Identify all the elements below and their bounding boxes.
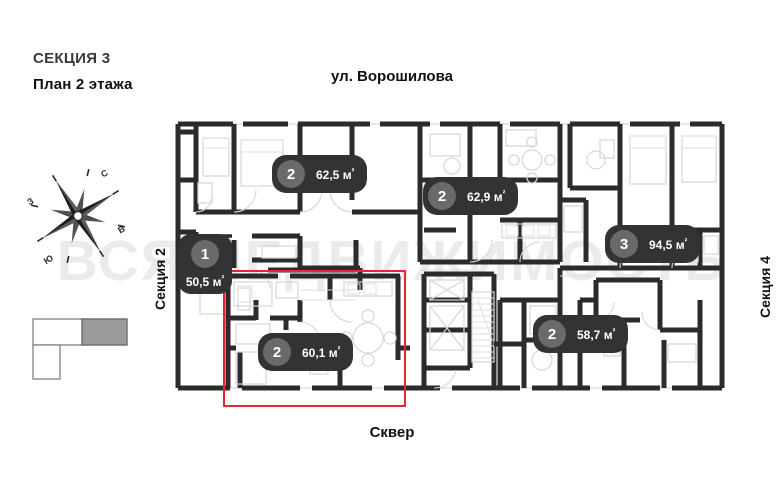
section-label-right: Секция 4 (757, 256, 773, 318)
apartment-room-count: 2 (538, 320, 566, 348)
apartment-badge-1[interactable]: 1 50,5 м² (178, 234, 232, 294)
plan-middle-upper-furniture (429, 129, 557, 263)
elevator-shaft-1 (429, 279, 465, 301)
apartment-area: 62,9 м² (467, 188, 506, 204)
page-title: План 2 этажа (33, 76, 133, 93)
apartment-room-count: 2 (263, 338, 291, 366)
keymap-block-current (81, 318, 128, 346)
plan-lower-middle-walls (494, 297, 524, 388)
apartment-badge-4[interactable]: 3 94,5 м² (605, 225, 701, 263)
apartment-room-count: 3 (610, 230, 638, 258)
apartment-area: 58,7 м² (577, 326, 616, 342)
apartment-badge-6[interactable]: 2 58,7 м² (533, 315, 629, 353)
apartment-area: 60,1 м² (302, 344, 341, 360)
apartment-badge-2[interactable]: 2 62,5 м² (272, 155, 368, 193)
compass-east-label: В (116, 223, 127, 235)
apartment-area: 94,5 м² (649, 236, 688, 252)
plan-selected-apartment-walls (225, 273, 410, 388)
compass-south-label: Ю (42, 253, 55, 266)
street-label-bottom: Сквер (369, 424, 415, 441)
street-label-top: ул. Ворошилова (331, 68, 453, 85)
apartment-room-count: 2 (277, 160, 305, 188)
apartment-area: 62,5 м² (316, 166, 355, 182)
compass-north-label: С (99, 167, 110, 179)
plan-misc-details (300, 269, 596, 301)
apartment-badge-3[interactable]: 2 62,9 м² (423, 177, 519, 215)
staircase (471, 291, 495, 363)
plan-central-core (421, 271, 497, 389)
keymap-block-bottom (32, 344, 61, 380)
compass-rose-icon: С В Ю З (25, 167, 127, 266)
compass-west-label: З (25, 196, 35, 208)
apartment-room-count: 1 (191, 240, 219, 268)
keymap-block-left (32, 318, 84, 346)
apartment-area: 50,5 м² (185, 274, 225, 289)
apartment-room-count: 2 (428, 182, 456, 210)
section-label-left: Секция 2 (152, 248, 168, 310)
plan-outer-walls (175, 121, 725, 391)
elevator-shaft-2 (429, 305, 465, 351)
apartment-badge-5-selected[interactable]: 2 60,1 м² (258, 333, 354, 371)
page-section-title: СЕКЦИЯ 3 (33, 50, 111, 67)
building-key-diagram (32, 318, 128, 380)
